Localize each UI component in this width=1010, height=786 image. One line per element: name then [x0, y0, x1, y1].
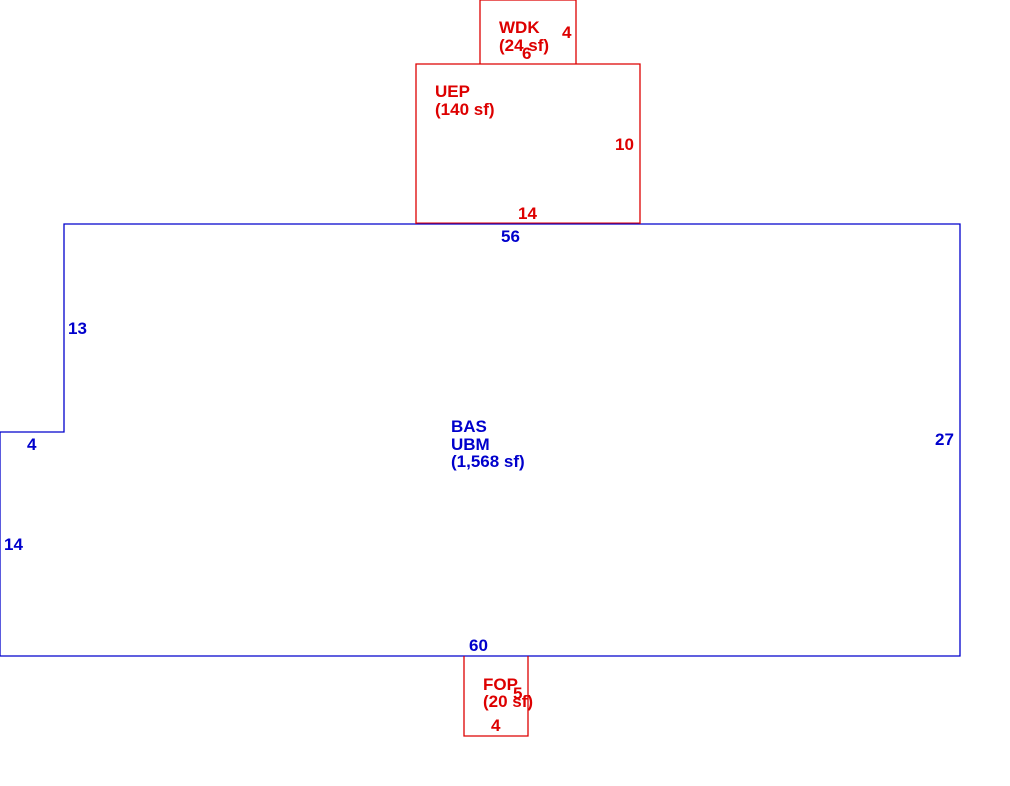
uep-code: UEP [435, 82, 470, 101]
uep-outline [415, 63, 641, 224]
bas-sub: UBM [451, 435, 490, 454]
wdk-code: WDK [499, 18, 540, 37]
fop-outline [463, 656, 529, 737]
bas-code: BAS [451, 417, 487, 436]
wdk-area: (24 sf) [499, 36, 549, 55]
fop-area: (20 sf) [483, 692, 533, 711]
bas-outline [0, 223, 961, 657]
uep-dim-bottom: 14 [518, 204, 537, 223]
bas-area: (1,568 sf) [451, 452, 525, 471]
uep-dim-side: 10 [615, 135, 634, 154]
bas-dim-left-upper: 13 [68, 319, 87, 338]
bas-dim-left-lower: 14 [4, 535, 23, 554]
bas-dim-notch: 4 [27, 435, 37, 454]
uep-area: (140 sf) [435, 100, 495, 119]
bas-dim-bottom: 60 [469, 636, 488, 655]
fop-code: FOP [483, 675, 518, 694]
wdk-outline [479, 0, 577, 64]
bas-dim-right: 27 [935, 430, 954, 449]
wdk-dim-side: 4 [562, 23, 572, 42]
fop-dim-side: 5 [513, 684, 522, 703]
bas-dim-top: 56 [501, 227, 520, 246]
fop-dim-bottom: 4 [491, 716, 501, 735]
wdk-dim-bottom: 6 [522, 44, 531, 63]
